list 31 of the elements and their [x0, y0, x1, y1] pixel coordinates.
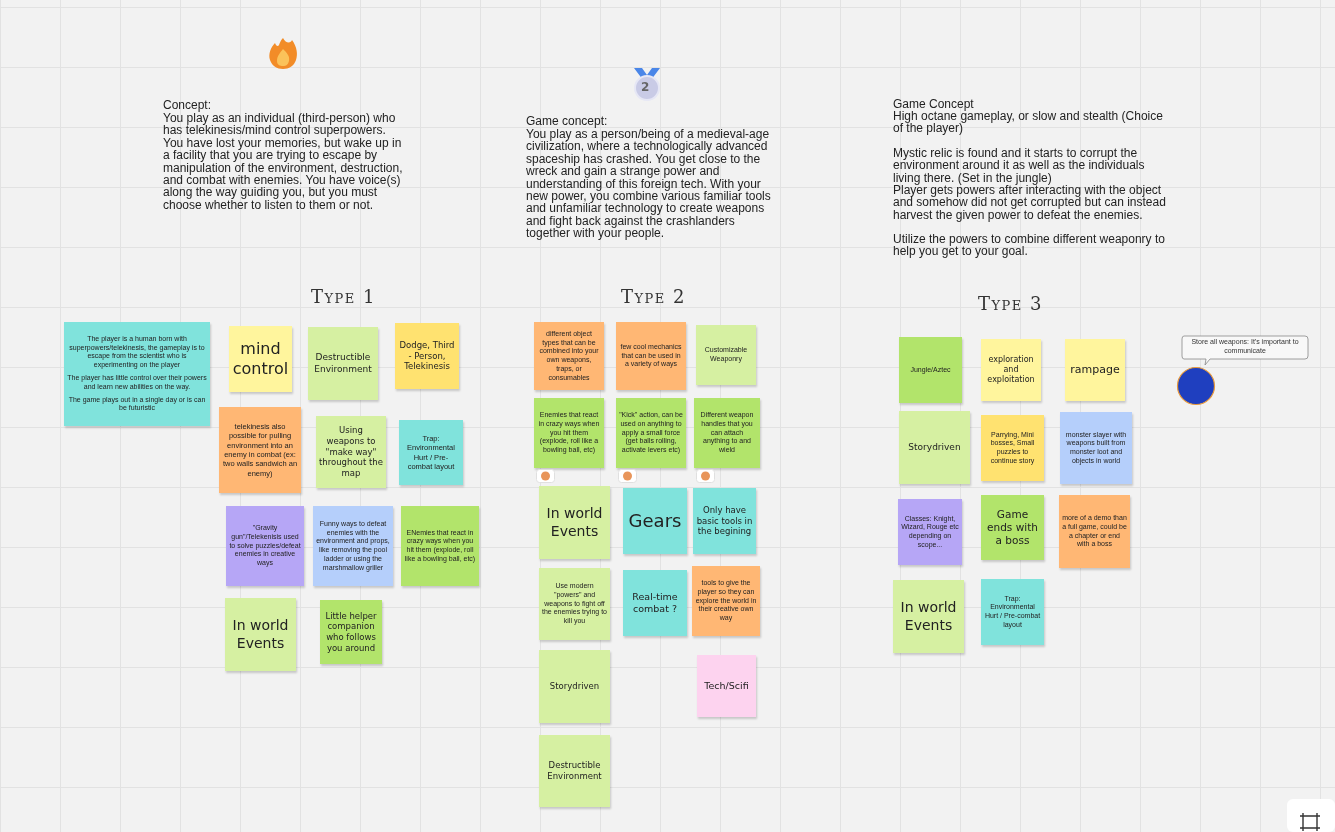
paragraph: Player gets powers after interacting with the object and somehow did not get corrupted but can instead harvest the given power to defeat the enemies. — [893, 184, 1167, 222]
section-heading: Type 3 — [978, 293, 1043, 314]
sticky-note: Destructible Environment — [539, 735, 610, 807]
sticky-note: Little helper companion who follows you around — [320, 600, 382, 664]
section-heading: Type 2 — [621, 286, 686, 307]
sticky-note: mind control — [229, 326, 292, 392]
sticky-note: Destructible Environment — [308, 327, 378, 400]
sticky-note: Storydriven — [899, 411, 970, 484]
paragraph: You play as an individual (third-person) who has telekinesis/mind control superpowers. You have lost your memories, but wake up in a facility that you are trying to escape by manipulation of the environment, destruction, and combat with enemies. You have voice(s) along the way guiding you, but you must choose whether to listen to them or not. — [163, 112, 403, 212]
heading: Game Concept — [893, 98, 974, 111]
sticky-note: In world Events — [893, 580, 964, 653]
heading: Concept: — [163, 99, 213, 112]
sticky-note: Gears — [623, 488, 687, 554]
section-heading: Type 1 — [311, 286, 376, 307]
sticky-note: Dodge, Third - Person, Telekinesis — [395, 323, 459, 389]
sticky-note: In world Events — [539, 486, 610, 559]
sticky-note: Storydriven — [539, 650, 610, 723]
sticky-note: Real-time combat ? — [623, 570, 687, 636]
sticky-note: Game ends with a boss — [981, 495, 1044, 560]
sticky-note: In world Events — [225, 598, 296, 671]
sticky-note: Only have basic tools in the begining — [693, 488, 756, 554]
sticky-note: Using weapons to "make way" throughout the map — [316, 416, 386, 488]
sticky-note: exploration and exploitation — [981, 339, 1041, 401]
paragraph: You play as a person/being of a medieval-age civilization, where a technologically advanced spaceship has crashed. You get close to the wreck and gain a strange power and understanding of this foreign tech. With your new power, you combine various familiar tools and unfamiliar technology to create weapons and fight back against the crashlanders together with your people. — [526, 128, 771, 240]
paragraph: Mystic relic is found and it starts to corrupt the environment around it as well as the individuals living there. (Set in the jungle) — [893, 147, 1145, 185]
paragraph: High octane gameplay, or slow and stealth (Choice of the player) — [893, 110, 1164, 135]
paragraph: Utilize the powers to combine different weaponry to help you get to your goal. — [893, 233, 1166, 258]
sticky-note: Tech/Scifi — [697, 655, 756, 717]
heading: Game concept: — [526, 115, 609, 128]
sticky-note: rampage — [1065, 339, 1125, 401]
medal-number: 2 — [641, 80, 650, 94]
